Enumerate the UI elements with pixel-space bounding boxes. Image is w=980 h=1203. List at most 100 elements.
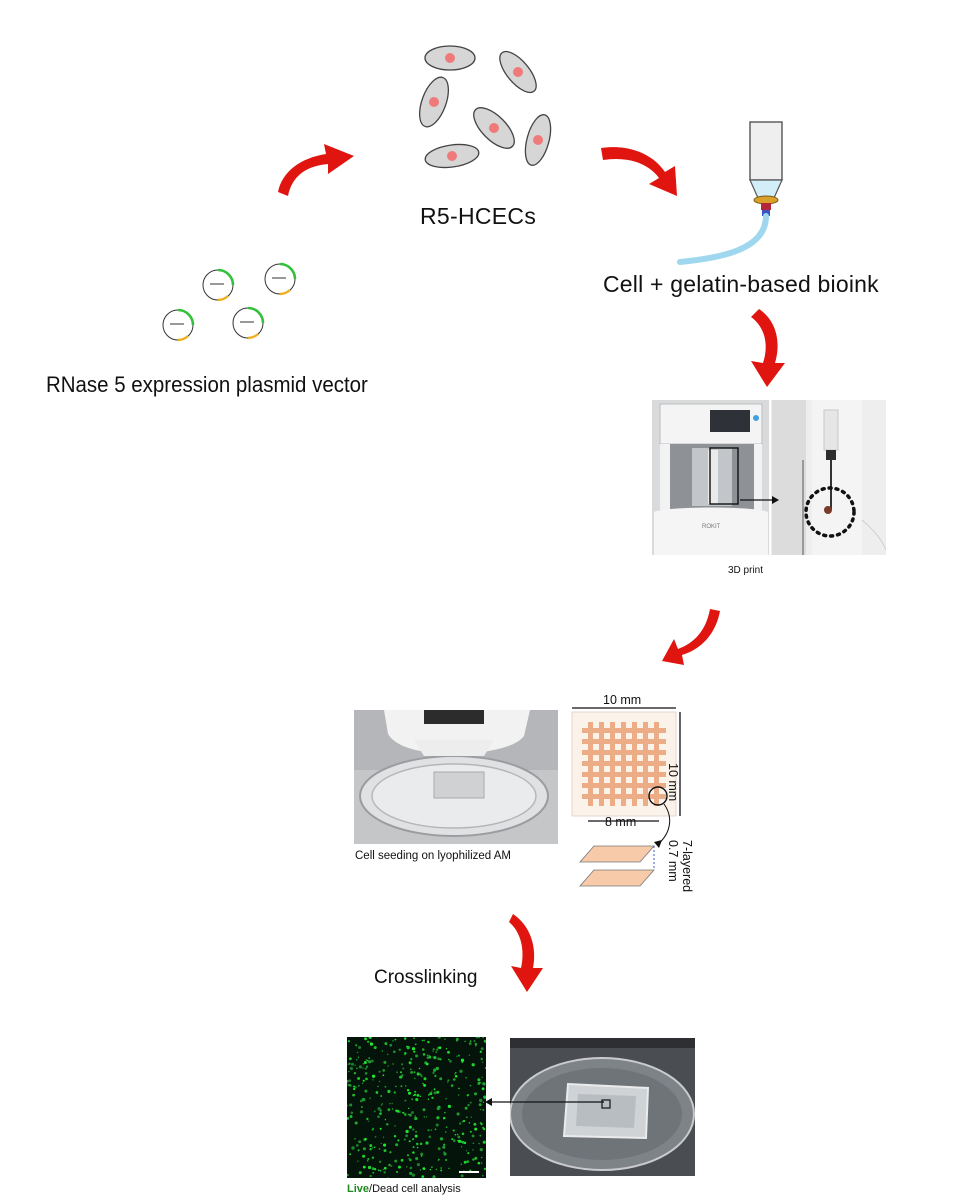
live-cell-dot [406,1089,410,1092]
live-cell-dot [467,1094,470,1096]
live-cell-dot [389,1102,391,1105]
live-cell-dot [447,1079,450,1082]
live-cell-dot [433,1056,437,1060]
crosslinking-label: Crosslinking [374,967,478,988]
live-cell-dot [471,1063,475,1067]
live-cell-dot [477,1082,481,1085]
live-cell-dot [418,1067,421,1070]
live-cell-dot [457,1135,461,1139]
live-cell-dot [407,1113,410,1116]
live-cell-dot [477,1078,481,1082]
live-cell-dot [448,1058,450,1061]
live-cell-dot [364,1137,367,1141]
live-cell-dot [432,1048,435,1051]
live-cell-dot [349,1153,352,1156]
live-cell-dot [429,1092,433,1096]
printer-photo: ROKIT [652,400,886,555]
curved-arrow-icon [662,609,720,665]
live-cell-dot [414,1134,418,1138]
live-cell-dot [457,1054,460,1057]
live-cell-dot [482,1082,486,1086]
live-cell-dot [468,1042,472,1045]
live-cell-dot [347,1173,349,1177]
live-cell-dot [455,1037,459,1041]
live-cell-dot [472,1149,474,1151]
live-cell-dot [362,1067,364,1069]
cell-icon [418,76,450,128]
scaffold-pattern-label: 8 mm [605,815,637,829]
scaffold-schematic [571,707,681,887]
live-cell-dot [464,1040,466,1043]
live-cell-dot [347,1063,349,1065]
live-cell-dot [379,1169,382,1172]
live-cell-dot [426,1054,429,1057]
live-cell-dot [477,1161,481,1165]
live-cell-dot [414,1115,416,1117]
live-cell-dot [348,1070,350,1073]
live-cell-dot [387,1108,391,1112]
live-cell-dot [480,1162,483,1164]
live-cell-dot [364,1072,368,1075]
live-cell-dot [408,1140,411,1143]
live-cell-dot [412,1146,415,1149]
live-cell-dot [383,1171,386,1174]
cells-label: R5-HCECs [420,203,537,229]
live-cell-dot [460,1163,463,1166]
plasmid-cluster [162,262,297,342]
live-cell-dot [479,1098,483,1103]
scaffold-thickness-label: 0.7 mm [666,840,680,882]
live-cell-dot [447,1050,450,1054]
live-cell-dot [454,1073,456,1075]
live-cell-dot [466,1160,470,1163]
live-cell-dot [427,1040,430,1044]
live-cell-dot [362,1147,366,1151]
live-cell-dot [401,1063,404,1066]
live-cell-dot [402,1067,405,1070]
scaffold-height-label: 10 mm [666,763,680,802]
live-cell-dot [361,1082,364,1085]
live-cell-dot [445,1097,447,1100]
plasmid-icon [264,262,297,296]
live-cell-dot [483,1095,486,1099]
live-cell-dot [483,1039,486,1043]
live-cell-dot [382,1136,385,1138]
cell-icon [424,45,476,71]
live-cell-dot [404,1112,406,1115]
live-cell-dot [473,1122,477,1126]
live-cell-dot [447,1081,449,1083]
live-cell-dot [468,1054,471,1056]
live-cell-dot [415,1130,417,1133]
live-cell-dot [384,1166,387,1170]
live-cell-dot [408,1091,411,1095]
live-cell-dot [473,1092,478,1096]
live-cell-dot [412,1151,415,1154]
curved-arrow-icon [751,309,785,387]
live-cell-dot [372,1171,375,1174]
live-cell-dot [416,1162,421,1167]
magnify-arrow [485,1098,604,1106]
live-cell-dot [359,1099,363,1103]
live-cell-dot [444,1038,446,1040]
live-cell-dot [425,1141,429,1145]
live-cell-dot [400,1071,402,1074]
live-cell-dot [461,1121,464,1123]
live-cell-dot [365,1059,368,1061]
live-cell-dot [436,1090,440,1094]
live-cell-dot [392,1063,394,1065]
live-cell-dot [380,1104,383,1106]
live-cell-dot [400,1085,403,1088]
live-cell-dot [455,1071,457,1074]
live-cell-dot [447,1104,452,1109]
live-dead-micrograph [347,1037,486,1178]
live-cell-dot [452,1129,455,1132]
live-cell-dot [384,1118,387,1121]
live-cell-dot [351,1146,355,1150]
live-cell-dot [431,1166,433,1168]
live-cell-dot [382,1068,386,1072]
live-cell-dot [409,1068,412,1071]
live-cell-dot [355,1086,357,1088]
live-cell-dot [393,1091,397,1094]
live-cell-dot [420,1155,423,1157]
live-cell-dot [416,1146,419,1149]
print-label: 3D print [728,565,764,576]
